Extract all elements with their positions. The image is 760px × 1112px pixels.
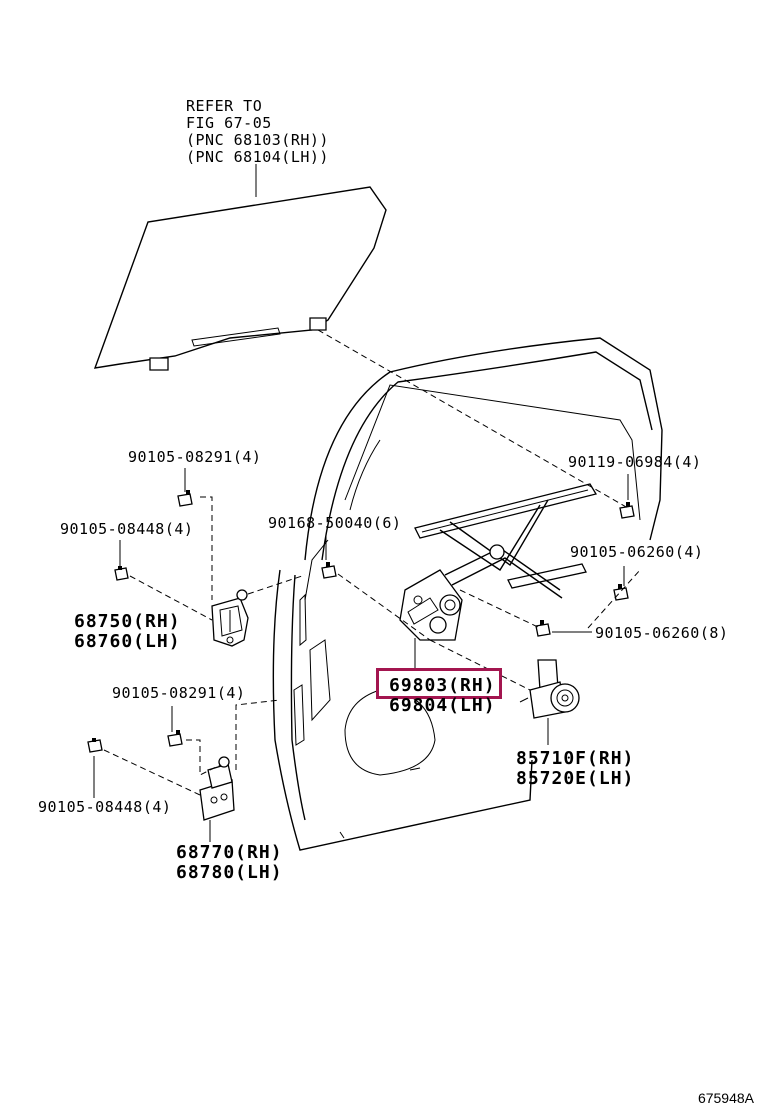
leader-lines xyxy=(93,468,629,842)
run-channel xyxy=(414,483,598,589)
refer-note-line-4: (PNC 68104(LH)) xyxy=(186,148,329,166)
assembly-lines xyxy=(103,329,641,796)
refer-note-line-2: FIG 67-05 xyxy=(186,114,272,132)
label-90105-06260-8: 90105-06260(8) xyxy=(595,624,729,642)
label-85720e-lh: 85720E(LH) xyxy=(516,768,635,789)
refer-note-line-1: REFER TO xyxy=(186,97,263,115)
label-69803-rh: 69803(RH) xyxy=(389,675,496,696)
lower-hinge xyxy=(199,756,235,821)
label-68750-rh: 68750(RH) xyxy=(74,611,181,632)
label-68760-lh: 68760(LH) xyxy=(74,631,181,652)
window-regulator xyxy=(399,499,563,641)
door-glass xyxy=(93,186,387,371)
refer-note: REFER TO FIG 67-05 (PNC 68103(RH)) (PNC … xyxy=(186,98,329,166)
label-69804-lh: 69804(LH) xyxy=(389,695,496,716)
highlight-box xyxy=(376,668,502,699)
refer-note-line-3: (PNC 68103(RH)) xyxy=(186,131,329,149)
label-90105-08448-bottom: 90105-08448(4) xyxy=(38,798,172,816)
illustration-code: 675948A xyxy=(697,1090,754,1106)
label-90105-08291-top: 90105-08291(4) xyxy=(128,448,262,466)
bolts xyxy=(87,490,635,753)
label-90105-08448-top: 90105-08448(4) xyxy=(60,520,194,538)
door-frame xyxy=(272,337,663,851)
label-68780-lh: 68780(LH) xyxy=(176,862,283,883)
label-90119-06984: 90119-06984(4) xyxy=(568,453,702,471)
label-90105-08291-bottom: 90105-08291(4) xyxy=(112,684,246,702)
label-90168-50040: 90168-50040(6) xyxy=(268,514,402,532)
label-85710f-rh: 85710F(RH) xyxy=(516,748,635,769)
label-68770-rh: 68770(RH) xyxy=(176,842,283,863)
label-90105-06260-4: 90105-06260(4) xyxy=(570,543,704,561)
regulator-motor xyxy=(519,659,580,719)
